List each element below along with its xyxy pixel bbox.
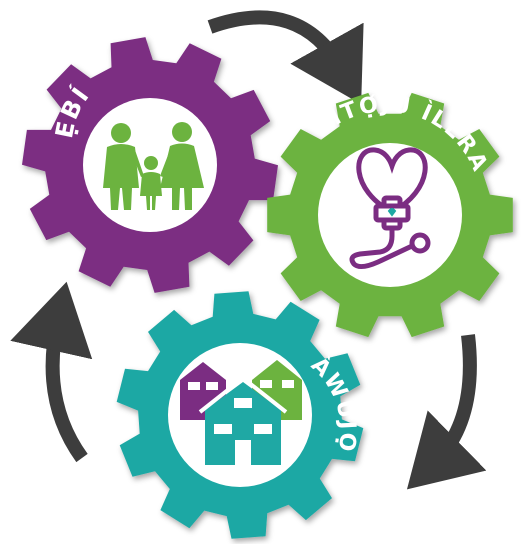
houses-icon: [180, 360, 302, 465]
stethoscope-heart-icon: [349, 147, 431, 270]
house-teal: [198, 375, 288, 465]
arrow-right: [406, 334, 487, 490]
cycle-arrows: [10, 10, 487, 490]
arrow-left: [10, 281, 93, 463]
arrow-top: [207, 10, 364, 105]
family-icon: [103, 122, 204, 210]
